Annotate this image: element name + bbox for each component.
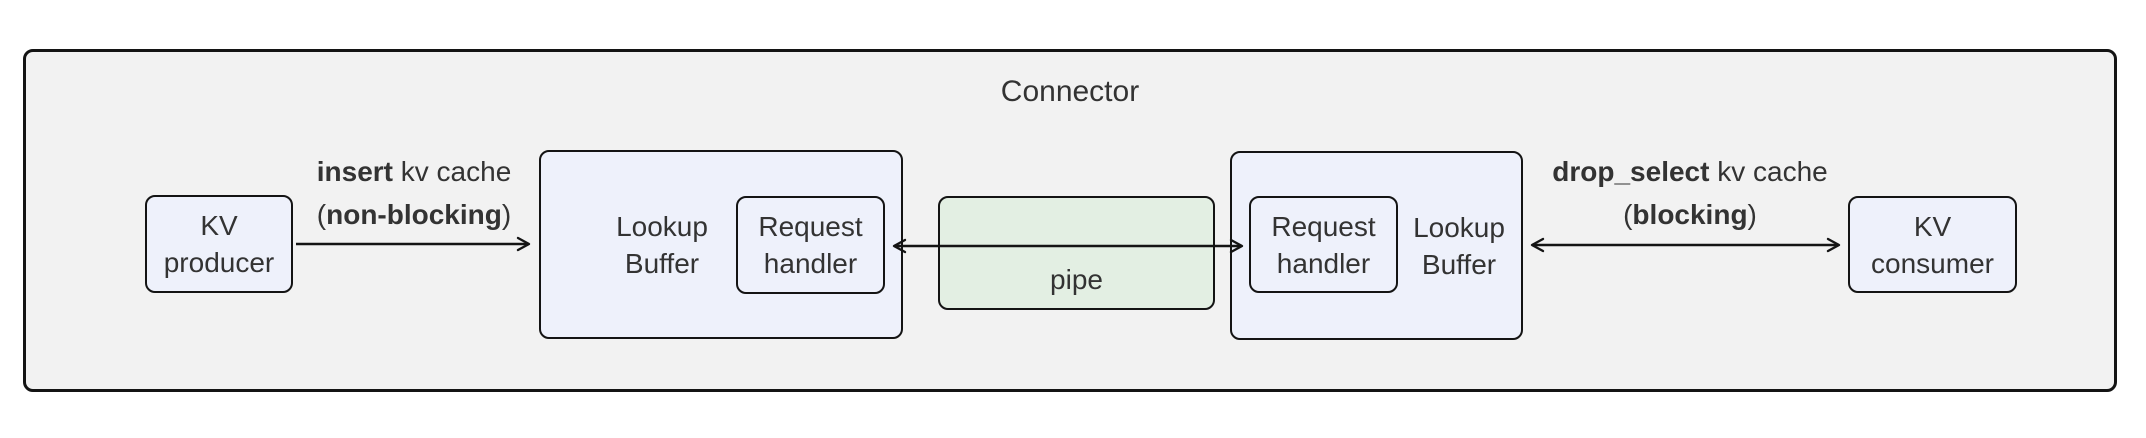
node-pipe-label: pipe <box>1050 264 1103 295</box>
edge-label-insert-line2: (non-blocking) <box>317 193 512 236</box>
node-request-handler-left-label: Request handler <box>758 211 863 279</box>
node-lookup-buffer-left: Lookup Buffer Request handler <box>539 150 903 339</box>
edge-label-insert-bold: insert <box>316 156 393 187</box>
edge-label-drop-select-line1: drop_select kv cache <box>1552 150 1827 193</box>
node-pipe: pipe <box>938 196 1215 310</box>
node-request-handler-right: Request handler <box>1249 196 1398 293</box>
node-kv-producer-label: KV producer <box>163 210 275 278</box>
edge-label-drop-select-paren-bold: blocking <box>1632 199 1748 230</box>
edge-label-drop-select-paren-close: ) <box>1747 199 1757 230</box>
node-request-handler-left: Request handler <box>736 196 885 294</box>
node-lookup-buffer-right: Request handler Lookup Buffer <box>1230 151 1523 340</box>
edge-label-insert-line1: insert kv cache <box>317 150 512 193</box>
edge-label-drop-select: drop_select kv cache (blocking) <box>1552 150 1827 236</box>
edge-label-insert-paren-open: ( <box>316 199 327 230</box>
node-kv-consumer: KV consumer <box>1848 196 2017 293</box>
edge-label-insert-paren-bold: non-blocking <box>326 199 502 230</box>
edge-label-drop-select-rest: kv cache <box>1709 156 1828 187</box>
connector-title: Connector <box>1000 75 1140 108</box>
edge-label-drop-select-line2: (blocking) <box>1552 193 1827 236</box>
node-kv-consumer-label: KV consumer <box>1871 210 1994 279</box>
node-lookup-buffer-left-label: Lookup Buffer <box>616 210 708 279</box>
edge-label-insert-paren-close: ) <box>501 199 512 230</box>
node-request-handler-right-label: Request handler <box>1271 210 1376 279</box>
edge-label-drop-select-bold: drop_select <box>1552 156 1710 187</box>
node-kv-producer: KV producer <box>145 195 293 293</box>
edge-label-drop-select-paren-open: ( <box>1623 199 1633 230</box>
edge-label-insert-rest: kv cache <box>392 156 512 187</box>
edge-label-insert: insert kv cache (non-blocking) <box>317 150 512 236</box>
node-lookup-buffer-right-label: Lookup Buffer <box>1413 211 1505 280</box>
